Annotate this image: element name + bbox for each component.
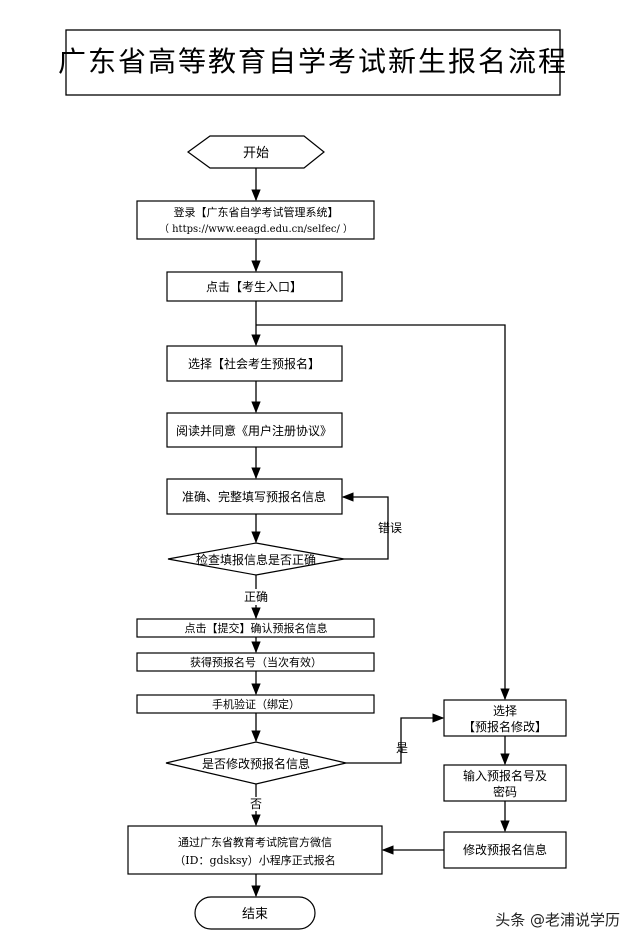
edge-label-yes: 是 bbox=[396, 741, 408, 755]
check-decision-text: 检查填报信息是否正确 bbox=[196, 552, 316, 567]
login-text-1: 登录【广东省自学考试管理系统】 bbox=[174, 205, 339, 219]
select-modify-text-2: 【预报名修改】 bbox=[463, 719, 547, 734]
phone-verify-node: 手机验证（绑定） bbox=[136, 694, 375, 714]
start-node: 开始 bbox=[186, 135, 325, 169]
input-number-text-2: 密码 bbox=[493, 784, 517, 799]
get-number-node: 获得预报名号（当次有效） bbox=[136, 652, 375, 672]
phone-verify-text: 手机验证（绑定） bbox=[212, 697, 300, 711]
official-signup-node: 通过广东省教育考试院官方微信 （ID：gdsksy）小程序正式报名 bbox=[127, 825, 383, 875]
login-text-2: （ https://www.eeagd.edu.cn/selfec/ ） bbox=[159, 223, 353, 235]
modify-info-node: 修改预报名信息 bbox=[443, 831, 567, 869]
read-agree-text: 阅读并同意《用户注册协议》 bbox=[176, 423, 332, 438]
submit-text: 点击【提交】确认预报名信息 bbox=[185, 621, 328, 635]
arrow-check-error-loop bbox=[341, 492, 389, 560]
fill-info-node: 准确、完整填写预报名信息 bbox=[166, 478, 343, 515]
select-modify-text-1: 选择 bbox=[493, 704, 517, 718]
start-label: 开始 bbox=[243, 146, 269, 161]
modify-decision: 是否修改预报名信息 bbox=[165, 741, 347, 785]
click-entry-node: 点击【考生入口】 bbox=[166, 271, 343, 302]
end-label: 结束 bbox=[242, 907, 268, 922]
page-title: 广东省高等教育自学考试新生报名流程 bbox=[58, 45, 568, 78]
get-number-text: 获得预报名号（当次有效） bbox=[190, 655, 322, 669]
input-number-node: 输入预报名号及 密码 bbox=[443, 764, 567, 802]
input-number-text-1: 输入预报名号及 bbox=[463, 768, 547, 783]
submit-node: 点击【提交】确认预报名信息 bbox=[136, 618, 375, 638]
arrow-modifyq-yes bbox=[346, 713, 445, 764]
arrow-entry-modify-branch bbox=[256, 324, 510, 701]
official-text-2: （ID：gdsksy）小程序正式报名 bbox=[174, 853, 335, 867]
edge-label-no: 否 bbox=[250, 797, 262, 811]
select-social-node: 选择【社会考生预报名】 bbox=[166, 345, 343, 382]
modify-info-text: 修改预报名信息 bbox=[463, 842, 547, 857]
edge-label-correct: 正确 bbox=[244, 590, 268, 604]
modify-decision-text: 是否修改预报名信息 bbox=[202, 756, 310, 771]
end-node: 结束 bbox=[194, 896, 316, 930]
check-decision: 检查填报信息是否正确 bbox=[167, 542, 345, 576]
official-text-1: 通过广东省教育考试院官方微信 bbox=[178, 835, 332, 849]
select-social-text: 选择【社会考生预报名】 bbox=[188, 356, 320, 371]
select-modify-node: 选择 【预报名修改】 bbox=[443, 699, 567, 737]
edge-label-error: 错误 bbox=[378, 521, 402, 535]
fill-info-text: 准确、完整填写预报名信息 bbox=[182, 489, 326, 504]
login-node: 登录【广东省自学考试管理系统】 （ https://www.eeagd.edu.… bbox=[136, 200, 375, 240]
read-agree-node: 阅读并同意《用户注册协议》 bbox=[166, 412, 343, 448]
click-entry-text: 点击【考生入口】 bbox=[206, 280, 302, 294]
title-box: 广东省高等教育自学考试新生报名流程 bbox=[58, 29, 568, 96]
watermark: 头条 @老浦说学历 bbox=[495, 911, 620, 929]
